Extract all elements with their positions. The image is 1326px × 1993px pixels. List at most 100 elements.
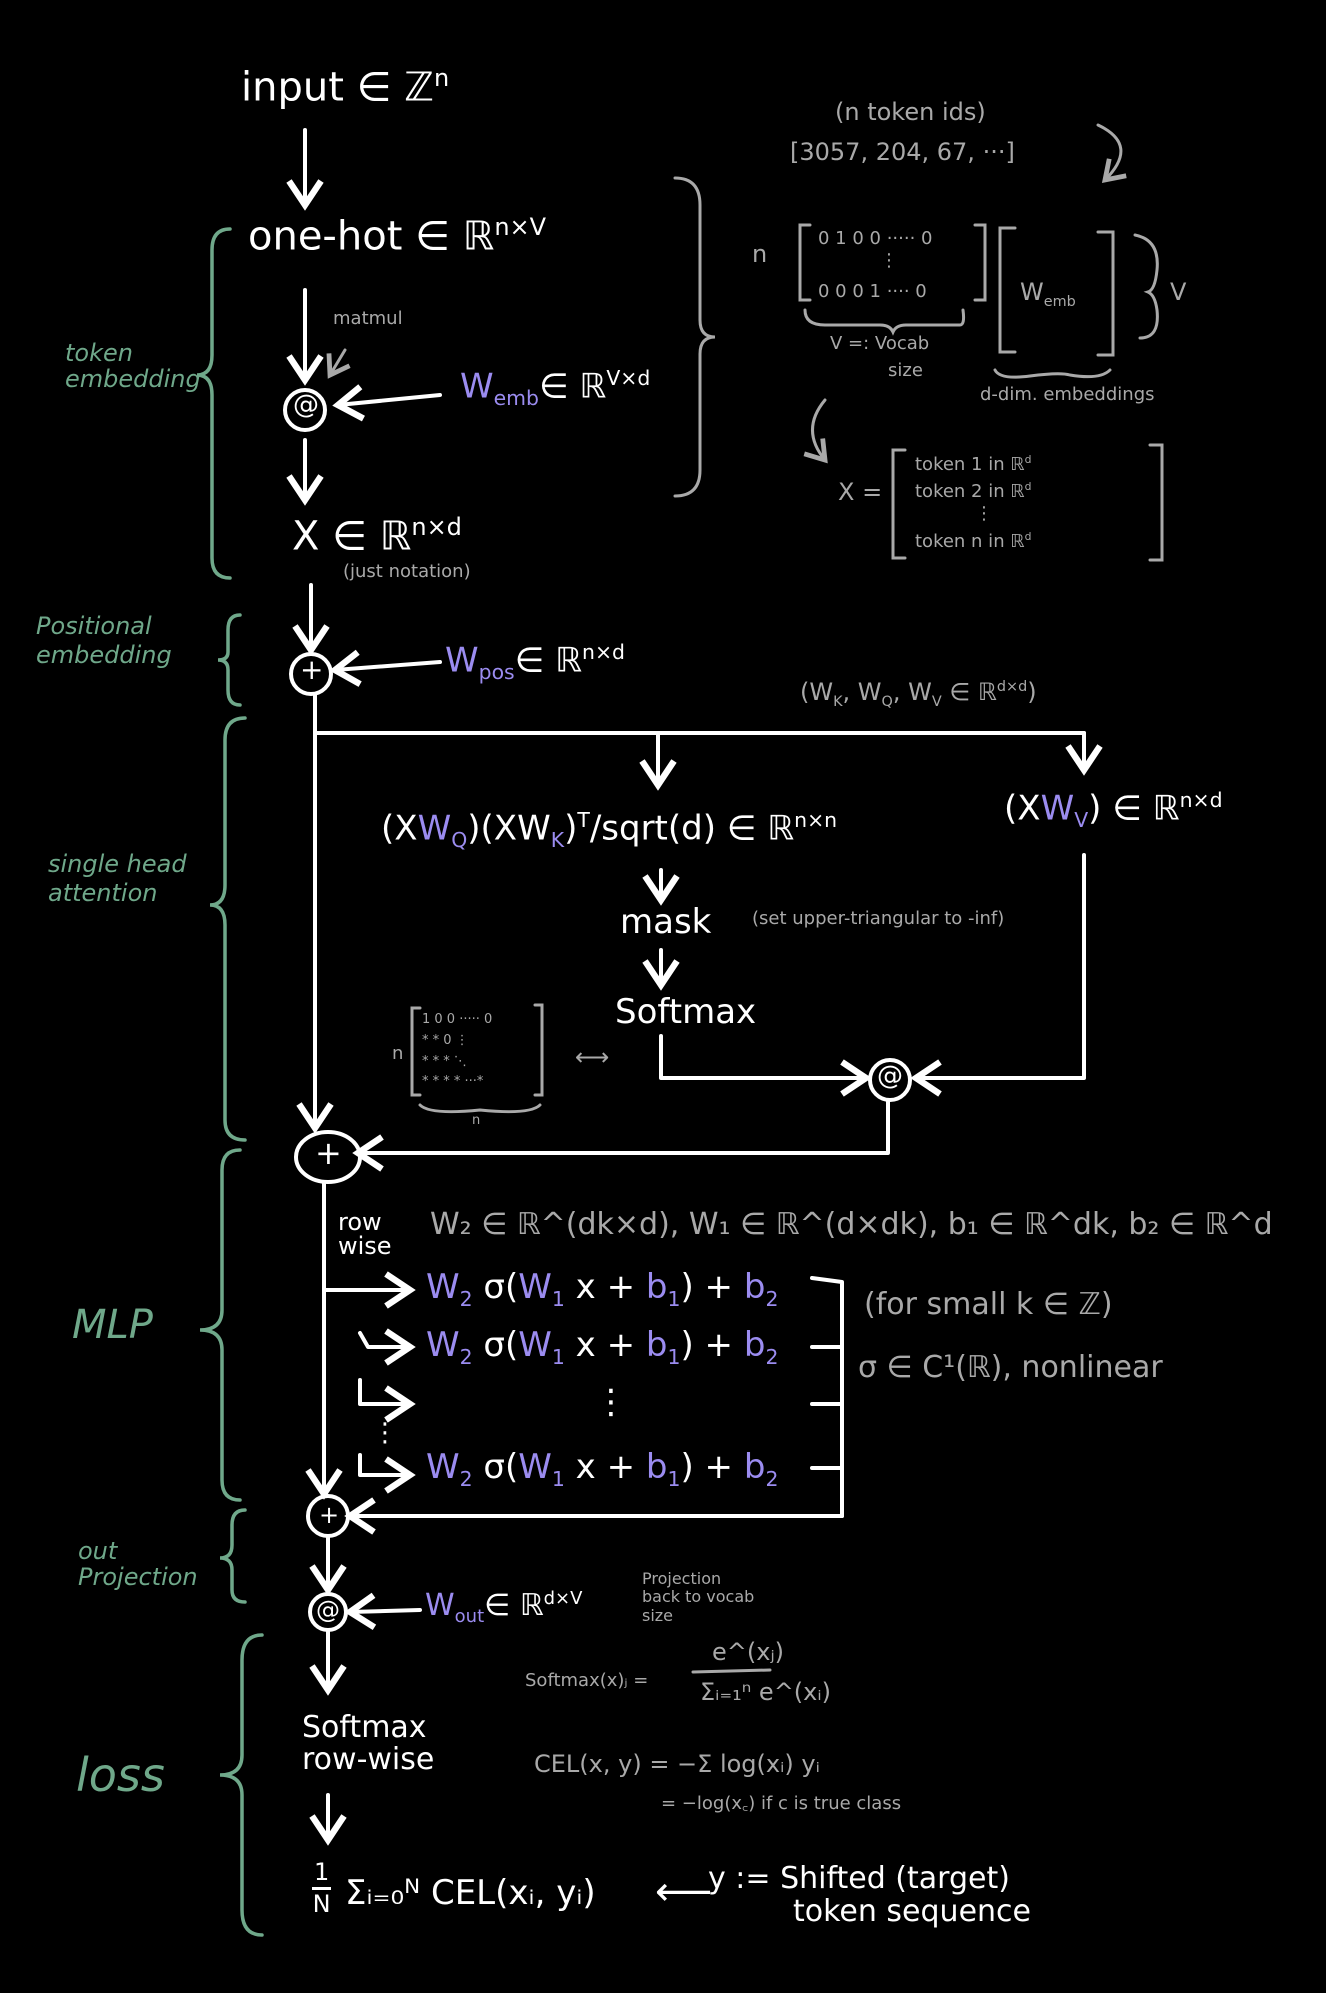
wemb-v-label: V: [1170, 278, 1187, 306]
projection-note-line: Projection: [642, 1569, 722, 1588]
attention-values: (XWV) ∈ ℝn×d: [1004, 788, 1223, 833]
wemb-d-brace: [993, 368, 1112, 379]
attention-weights-label: (WK, WQ, WV ∈ ℝd×d): [800, 678, 1037, 710]
onehot-row-1: 0 1 0 0 ····· 0: [818, 228, 933, 249]
section-out-projection: out Projection: [78, 1537, 198, 1592]
brace-mlp: [199, 1148, 242, 1502]
onehot-v-brace: [803, 308, 966, 336]
arrow-wout-to-matmul: [344, 1592, 422, 1631]
plus-symbol-attn: +: [315, 1134, 342, 1172]
wemb-v-brace: [1133, 233, 1159, 340]
softmax-def-denominator: Σᵢ₌₁ⁿ e^(xᵢ): [700, 1678, 832, 1706]
token-ids-label: (n token ids): [835, 98, 986, 126]
section-positional-embedding: Positional embedding: [36, 612, 172, 669]
arrow-wpos-to-plus: [329, 649, 442, 687]
mlp-dots: ⋮: [594, 1382, 628, 1422]
softmax-attention-label: Softmax: [615, 992, 757, 1032]
line-values-to-matmul: [910, 853, 1086, 1097]
mlp-formula-n: W2 σ(W1 x + b1) + b2: [426, 1447, 779, 1491]
onehot-matrix-brackets: [798, 223, 987, 302]
section-single-head-attention: single head attention: [48, 850, 187, 907]
equivalence-arrow: ⟷: [575, 1043, 610, 1071]
add-circle-attn: [294, 1130, 362, 1184]
mlp-formula-1: W2 σ(W1 x + b1) + b2: [426, 1267, 779, 1311]
mask-note: (set upper-triangular to -inf): [752, 908, 1005, 929]
fraction-numerator: 1: [312, 1858, 332, 1890]
brace-positional: [217, 613, 242, 707]
w-pos-label: Wpos∈ ℝn×d: [445, 640, 625, 685]
onehot-vdots: ⋮: [880, 250, 898, 271]
projection-note-line: back to vocab: [642, 1587, 755, 1607]
brace-attention: [209, 716, 247, 1142]
onehot-size-label: size: [888, 360, 923, 381]
branch-mlp-3: [358, 1378, 416, 1423]
onehot-v-label: V =: Vocab: [830, 333, 930, 354]
projection-note: Projection back to vocab size: [642, 1569, 755, 1625]
matmul-symbol-attn: @: [877, 1061, 903, 1091]
arrow-matmul-note: [326, 348, 351, 379]
token-ids-values: [3057, 204, 67, ···]: [790, 138, 1015, 166]
x-matrix-row-2: token 2 in ℝd: [915, 480, 1032, 502]
mask-label: mask: [620, 902, 712, 942]
mask-matrix-row: * * 0 ⋮: [422, 1032, 469, 1048]
softmax-row-wise-label: Softmax row-wise: [302, 1712, 434, 1775]
plus-symbol-mlp: +: [319, 1501, 340, 1529]
sigma-note: σ ∈ C¹(ℝ), nonlinear: [858, 1350, 1163, 1385]
brace-loss: [219, 1633, 264, 1937]
cel-true-class: = −log(x꜀) if c is true class: [661, 1793, 902, 1814]
mlp-collect-line: [810, 1276, 844, 1518]
mask-matrix-brackets: [410, 1003, 544, 1114]
wemb-matrix-brackets: [998, 226, 1115, 357]
onehot-n-label: n: [752, 240, 768, 268]
one-hot-label: one-hot ∈ ℝn×V: [248, 213, 547, 260]
x-matrix-row-n: token n in ℝd: [915, 530, 1032, 552]
softmax-out-line: Softmax: [302, 1710, 427, 1745]
mask-matrix-bottom-n: n: [472, 1113, 481, 1128]
input-label: input ∈ ℤn: [241, 64, 450, 111]
softmax-def-numerator: e^(xⱼ): [712, 1638, 784, 1666]
cel-definition: CEL(x, y) = −Σ log(xᵢ) yᵢ: [534, 1750, 820, 1778]
attention-scores: (XWQ)(XWK)T/sqrt(d) ∈ ℝn×n: [381, 808, 838, 853]
matmul-symbol-1: @: [293, 390, 319, 420]
loss-fraction: 1 N: [312, 1858, 332, 1919]
section-mlp: MLP: [72, 1302, 153, 1348]
x-matrix-brackets: [891, 443, 1164, 562]
k-note: (for small k ∈ ℤ): [864, 1287, 1113, 1322]
x-notation-note: (just notation): [343, 561, 471, 582]
brace-token-embedding: [196, 227, 232, 580]
mask-matrix-row: * * * ⋱: [422, 1053, 467, 1069]
arrow-wemb-to-matmul: [332, 384, 442, 422]
fraction-denominator: N: [312, 1889, 331, 1918]
target-line: token sequence: [793, 1894, 1031, 1929]
target-label: y := Shifted (target) token sequence: [708, 1862, 1031, 1928]
w-out-label: Wout∈ ℝd×V: [425, 1588, 583, 1627]
curved-arrow-ids: [1096, 123, 1127, 184]
loss-sum: Σᵢ₌₀ᴺ CEL(xᵢ, yᵢ): [345, 1873, 596, 1913]
wemb-caption: d-dim. embeddings: [980, 384, 1155, 405]
mlp-branch-dots: ⋮: [372, 1418, 398, 1448]
section-token-embedding: token embedding: [65, 339, 201, 394]
softmax-fraction-bar: [691, 1668, 772, 1674]
branch-mlp-4: [358, 1453, 416, 1494]
matmul-symbol-out: @: [316, 1596, 340, 1624]
softmax-def-lhs: Softmax(x)ⱼ =: [525, 1670, 649, 1691]
mask-matrix-rows: 1 0 0 ····· 0 * * 0 ⋮ * * * ⋱ * * * * ··…: [422, 1010, 492, 1093]
mask-matrix-n: n: [392, 1043, 404, 1064]
x-matrix-row-1: token 1 in ℝd: [915, 453, 1032, 475]
matmul-circle-1: [283, 388, 327, 432]
projection-note-line: size: [642, 1605, 674, 1625]
curved-arrow-x: [803, 398, 828, 464]
line-attn-to-add: [352, 1098, 890, 1172]
target-arrow: ⟵: [655, 1869, 713, 1915]
x-matrix-lhs: X =: [838, 478, 883, 506]
mask-matrix-row: * * * * ···*: [422, 1074, 484, 1090]
branch-mlp-2: [358, 1328, 416, 1366]
onehot-row-2: 0 0 0 1 ···· 0: [818, 281, 927, 302]
big-brace-embedding: [673, 176, 716, 498]
row-wise-label: row wise: [338, 1208, 392, 1260]
x-matrix-vdots: ⋮: [975, 503, 993, 524]
mask-matrix-row: 1 0 0 ····· 0: [422, 1012, 493, 1027]
x-definition: X ∈ ℝn×d: [292, 513, 462, 560]
